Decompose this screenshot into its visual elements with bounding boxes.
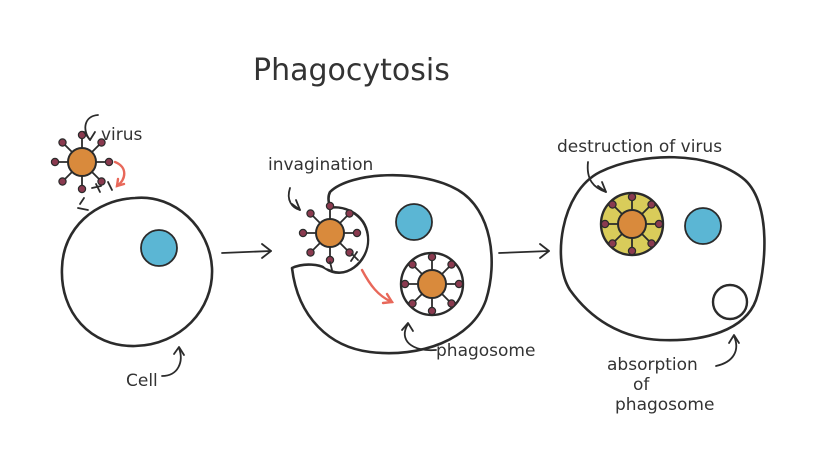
cell-pointer-arrow xyxy=(161,347,182,377)
nucleus xyxy=(684,207,722,245)
diagram-title: Phagocytosis xyxy=(253,53,450,88)
virus-label: virus xyxy=(101,125,143,145)
absorption-label-line-3: phagosome xyxy=(615,395,714,415)
stage-3-cell xyxy=(559,155,766,342)
step-arrow-1 xyxy=(221,250,272,254)
virus-particle xyxy=(400,252,464,316)
stage-1-cell xyxy=(60,181,214,348)
cell-label: Cell xyxy=(126,371,158,391)
phagosome-pointer-arrow xyxy=(403,323,437,352)
absorbed-phagosome xyxy=(711,283,749,321)
nucleus xyxy=(395,203,433,241)
step-arrow-2 xyxy=(498,250,550,254)
phagosome-label: phagosome xyxy=(436,341,535,361)
destruction-label: destruction of virus xyxy=(557,137,722,157)
absorption-label-line-1: absorption xyxy=(607,355,698,375)
absorption-label-line-2: of xyxy=(633,375,650,395)
absorption-pointer-arrow xyxy=(715,335,738,367)
nucleus xyxy=(140,229,178,267)
invagination-label: invagination xyxy=(268,155,373,175)
stage-2-cell xyxy=(290,173,493,355)
virus-particle xyxy=(600,192,664,256)
internalization-arrow xyxy=(360,268,394,304)
